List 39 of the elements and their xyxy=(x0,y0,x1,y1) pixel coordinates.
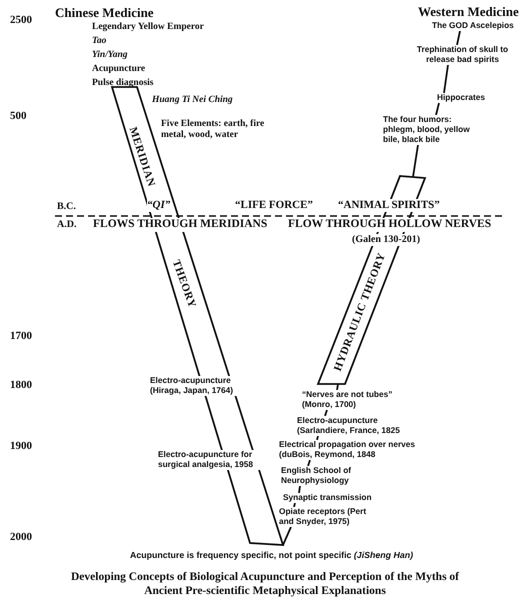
timeline-note: Huang Ti Nei Ching xyxy=(152,95,233,106)
year-label: 2500 xyxy=(10,14,32,28)
connector-line xyxy=(316,436,319,440)
concept-label: “ANIMAL SPIRITS” xyxy=(338,199,440,212)
concept-label: FLOWS THROUGH MERIDIANS xyxy=(93,218,268,232)
section-heading: Chinese Medicine xyxy=(55,5,154,21)
connector-line xyxy=(282,526,292,546)
event-text: Hippocrates xyxy=(437,93,485,103)
connector-line xyxy=(456,30,461,46)
event-text: Acupuncture is frequency specific, not point specific (JiSheng Han) xyxy=(130,550,414,561)
event-text: The GOD Ascelepios xyxy=(432,21,514,31)
connector-line xyxy=(324,410,328,416)
timeline-note: (Galen 130-201) xyxy=(352,234,420,246)
event-text: Synaptic transmission xyxy=(283,493,372,503)
timeline-note: Acupuncture xyxy=(92,64,146,76)
connector-line xyxy=(435,102,440,116)
concept-label: “LIFE FORCE” xyxy=(235,199,313,212)
era-label: A.D. xyxy=(57,219,76,231)
connector-line xyxy=(443,64,449,94)
timeline-note: Pulse diagnosis xyxy=(92,78,154,90)
year-label: 1900 xyxy=(10,440,32,454)
connector-line xyxy=(336,384,339,390)
era-label: B.C. xyxy=(57,201,76,213)
year-label: 1700 xyxy=(10,330,32,344)
timeline-note: Tao xyxy=(92,36,106,48)
year-label: 1800 xyxy=(10,379,32,392)
section-heading: Western Medicine xyxy=(418,4,519,20)
timeline-note: Yin/Yang xyxy=(92,50,128,62)
caption: Developing Concepts of Biological Acupuncture and Perception of the Myths of Ancient Pre-scientific Metaphysical Explanations xyxy=(70,571,460,599)
concept-label: FLOW THROUGH HOLLOW NERVES xyxy=(288,218,492,232)
timeline-note: Legendary Yellow Emperor xyxy=(92,22,204,34)
connector-line xyxy=(298,486,301,494)
connector-line xyxy=(293,502,296,508)
year-label: 500 xyxy=(10,110,26,124)
year-label: 2000 xyxy=(10,531,32,544)
timeline-note: Five Elements: earth, fire metal, wood, water xyxy=(161,119,266,142)
connector-line xyxy=(307,460,311,466)
concept-label: “QI” xyxy=(147,199,170,212)
connector-line xyxy=(412,144,419,178)
